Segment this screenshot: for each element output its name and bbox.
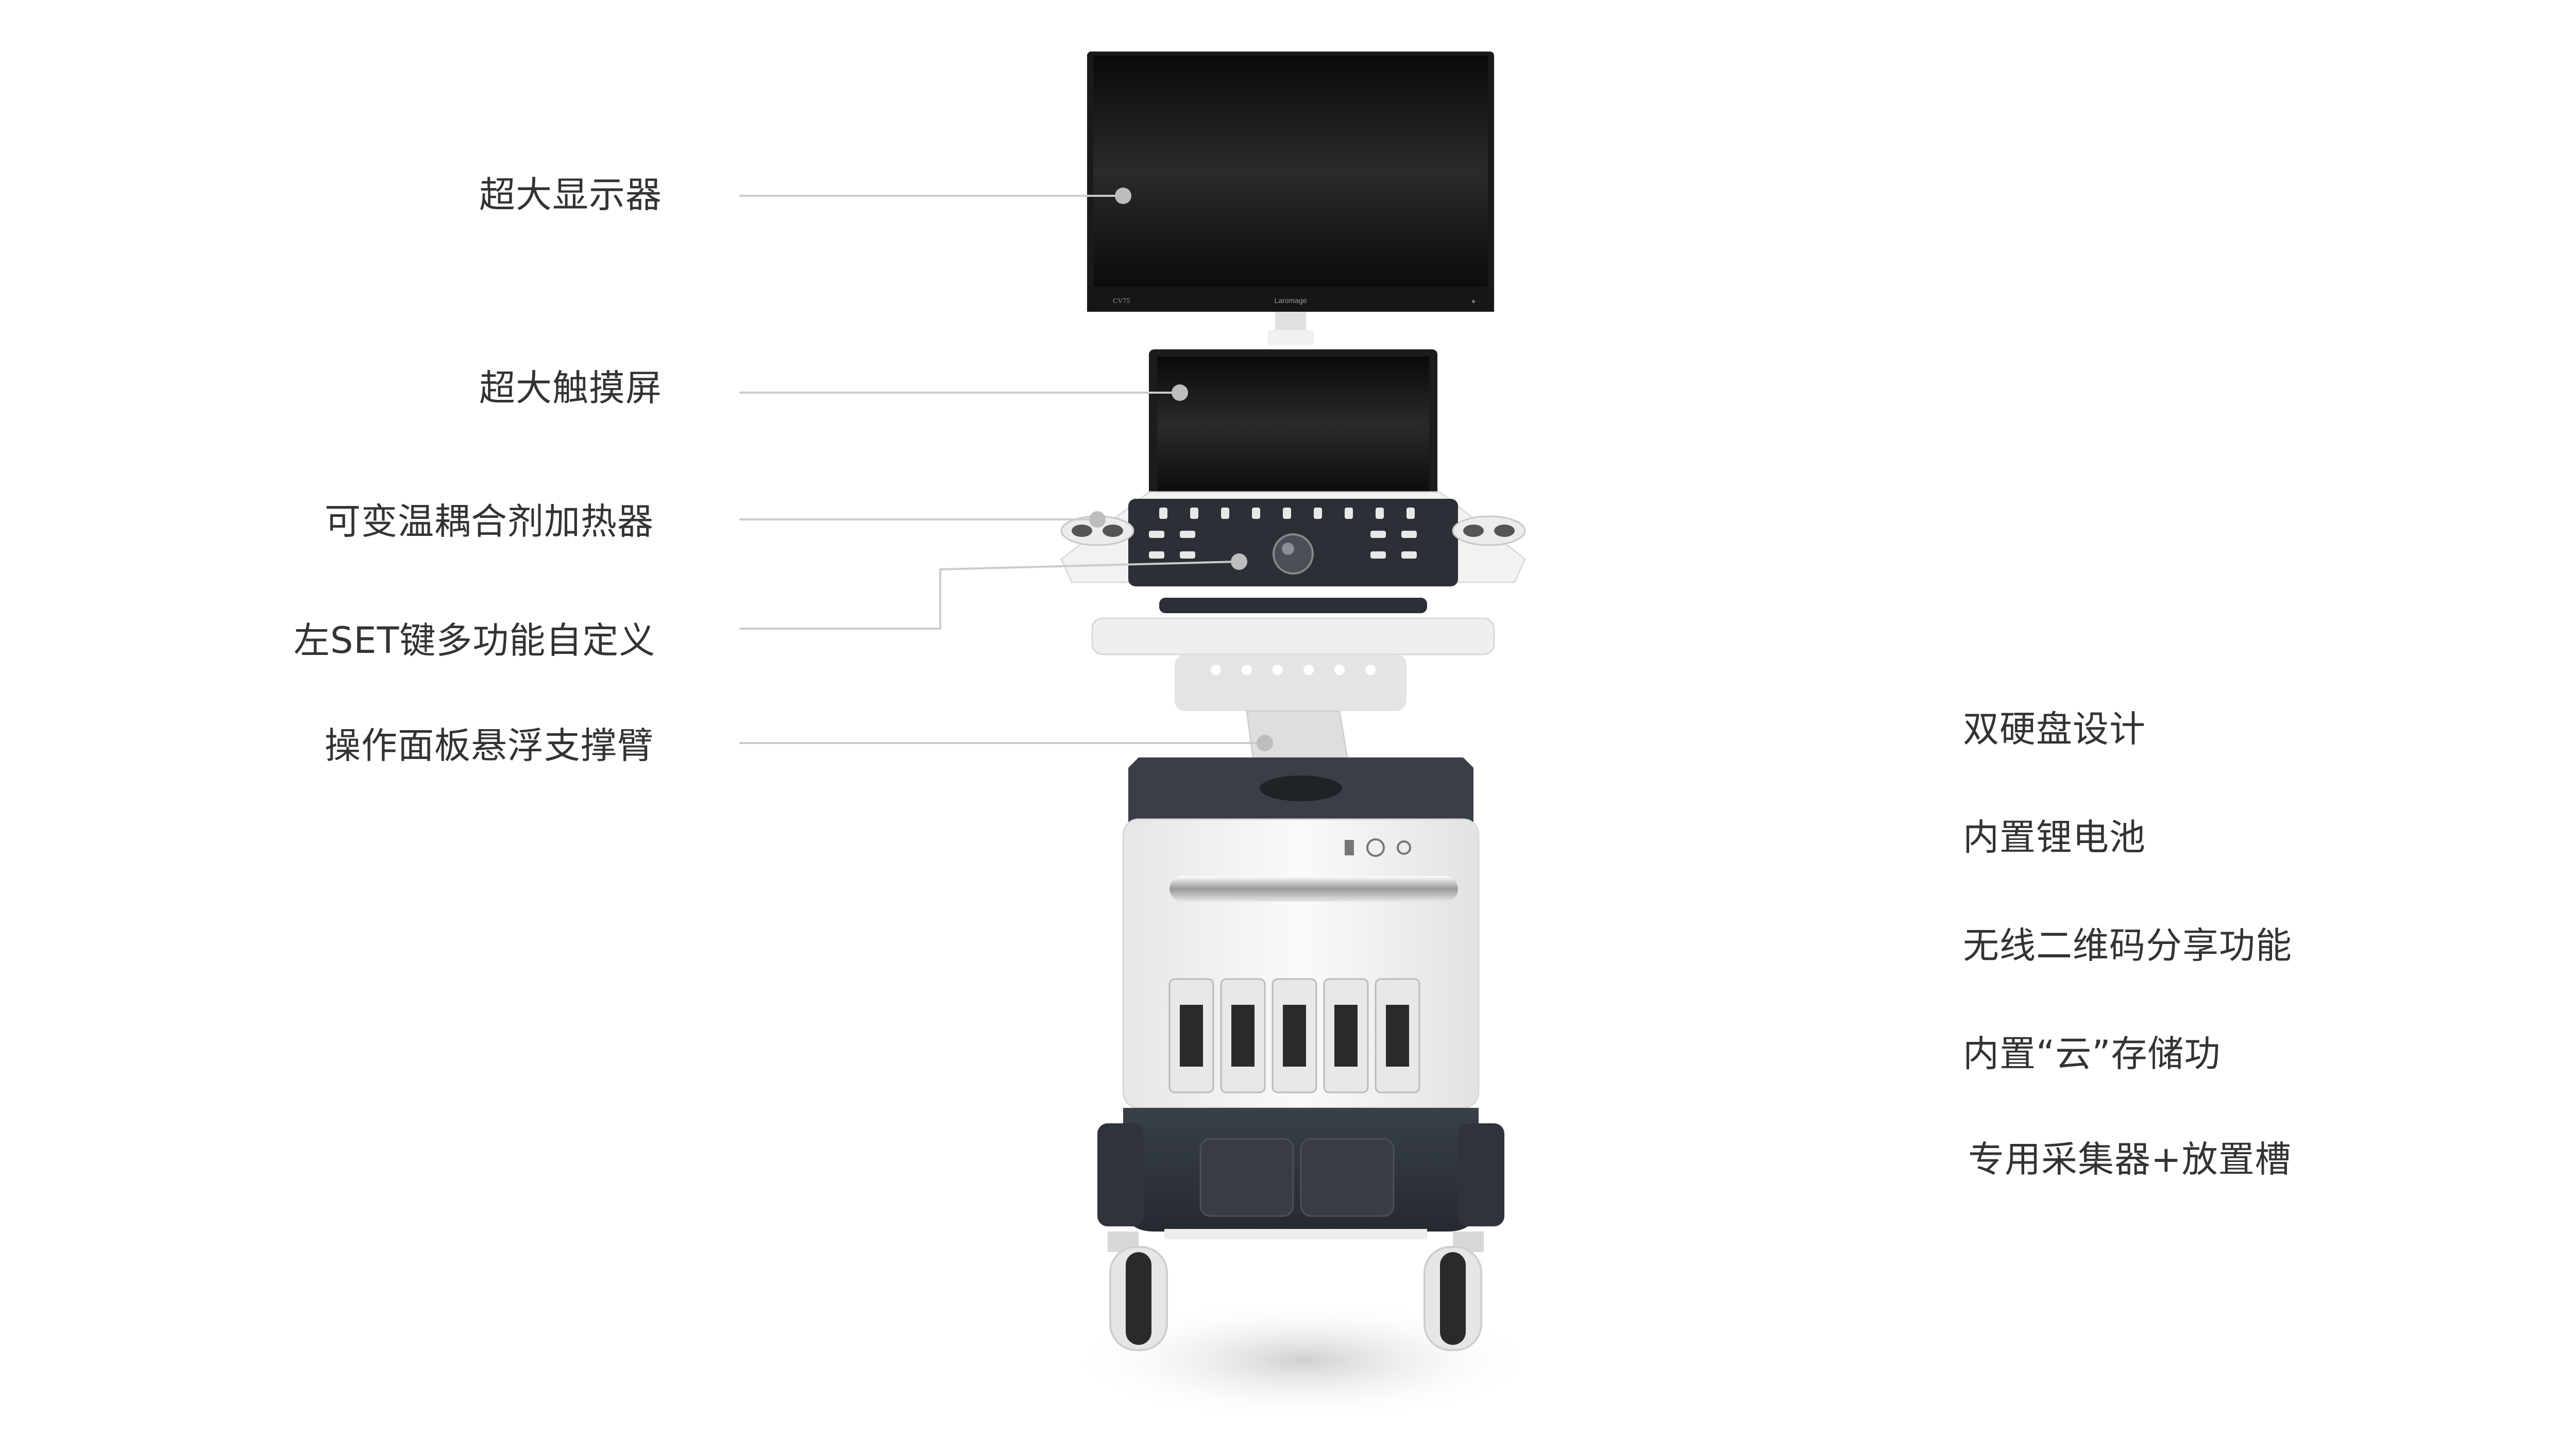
probe-ports bbox=[1168, 978, 1420, 1093]
feature-set-key: 左SET键多功能自定义 bbox=[294, 619, 656, 662]
leader-lines bbox=[739, 195, 1265, 744]
marker-dots bbox=[1089, 188, 1273, 751]
control-panel bbox=[1060, 491, 1526, 655]
monitor-model: CV75 bbox=[1113, 297, 1130, 305]
trackball bbox=[1273, 533, 1314, 575]
feature-collector-slot: 专用采集器+放置槽 bbox=[1968, 1138, 2292, 1181]
touch-screen-display bbox=[1157, 357, 1429, 495]
monitor-screen bbox=[1093, 56, 1488, 286]
foot-pedals bbox=[1199, 1138, 1395, 1217]
cart-base bbox=[1097, 1108, 1504, 1239]
feature-large-touch-screen: 超大触摸屏 bbox=[479, 367, 662, 409]
usb-ports bbox=[1345, 838, 1411, 857]
feature-dual-hdd: 双硬盘设计 bbox=[1963, 708, 2146, 750]
floor-shadow bbox=[1066, 1299, 1540, 1422]
touch-screen bbox=[1149, 349, 1437, 504]
feature-gel-warmer: 可变温耦合剂加热器 bbox=[325, 500, 654, 543]
main-monitor: Laromage CV75 bbox=[1087, 52, 1494, 312]
feature-floating-arm: 操作面板悬浮支撑臂 bbox=[325, 724, 654, 767]
wheels bbox=[1108, 1232, 1484, 1351]
cart-body bbox=[1122, 757, 1480, 1109]
feature-cloud-storage: 内置“云”存储功 bbox=[1963, 1033, 2221, 1075]
monitor-brand: Laromage bbox=[1274, 296, 1307, 305]
body-handle bbox=[1170, 876, 1458, 902]
feature-large-display: 超大显示器 bbox=[479, 174, 662, 216]
feature-qr-share: 无线二维码分享功能 bbox=[1963, 924, 2292, 967]
feature-li-battery: 内置锂电池 bbox=[1963, 816, 2146, 858]
